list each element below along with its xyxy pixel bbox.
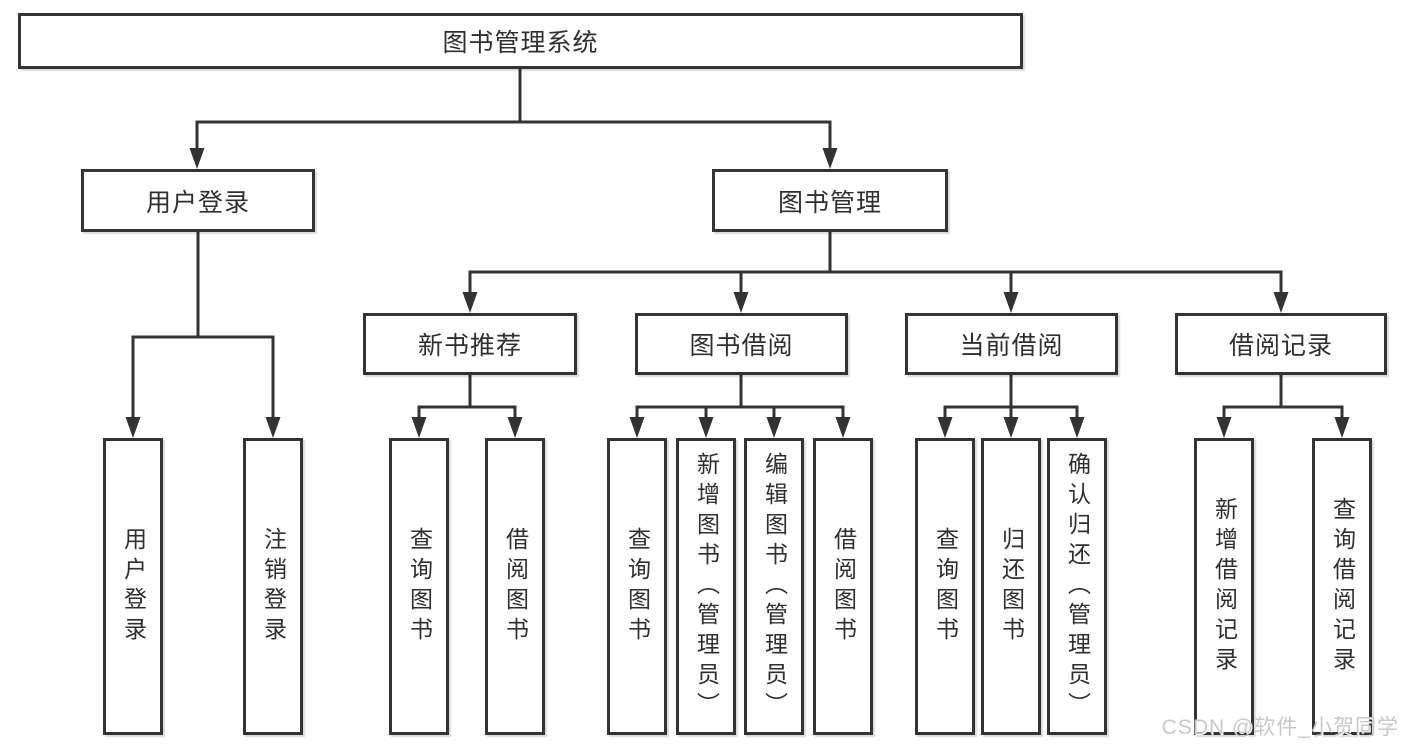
leaf-add-borrow-record: 新增借阅记录 — [1194, 438, 1254, 735]
leaf-user-logout: 注销登录 — [243, 438, 303, 735]
node-label: 借阅图书 — [502, 526, 529, 647]
node-label: 归还图书 — [998, 526, 1025, 647]
node-book-borrowing: 图书借阅 — [635, 313, 848, 375]
node-label: 图书管理 — [777, 188, 882, 217]
node-label: 用户登录 — [120, 526, 147, 647]
node-label: 新书推荐 — [417, 332, 522, 360]
arrowheads — [125, 148, 1350, 438]
node-label: 查询图书 — [624, 526, 651, 647]
node-label: 编辑图书（管理员） — [761, 451, 788, 722]
leaf-query-books-current: 查询图书 — [915, 438, 975, 735]
node-root-system: 图书管理系统 — [18, 13, 1023, 69]
node-label: 查询图书 — [406, 526, 433, 647]
node-label: 图书借阅 — [689, 332, 794, 360]
node-new-book-recommend: 新书推荐 — [363, 313, 577, 375]
node-label: 确认归还（管理员） — [1064, 451, 1091, 722]
leaf-borrow-books-recommend: 借阅图书 — [485, 438, 545, 735]
node-current-borrowing: 当前借阅 — [905, 313, 1118, 375]
node-label: 图书管理系统 — [442, 29, 599, 57]
leaf-add-books-admin: 新增图书（管理员） — [676, 438, 736, 735]
node-label: 用户登录 — [145, 188, 250, 217]
leaf-confirm-return-admin: 确认归还（管理员） — [1047, 438, 1107, 735]
leaf-query-books-recommend: 查询图书 — [389, 438, 449, 735]
node-label: 新增借阅记录 — [1211, 496, 1238, 677]
node-label: 借阅记录 — [1228, 332, 1333, 360]
leaf-user-login: 用户登录 — [103, 438, 163, 735]
node-book-management: 图书管理 — [712, 169, 948, 232]
node-label: 查询借阅记录 — [1329, 496, 1356, 677]
node-borrow-records: 借阅记录 — [1175, 313, 1387, 375]
leaf-edit-books-admin: 编辑图书（管理员） — [744, 438, 804, 735]
node-user-login: 用户登录 — [81, 169, 315, 232]
node-label: 当前借阅 — [959, 332, 1064, 360]
leaf-query-borrow-record: 查询借阅记录 — [1312, 438, 1372, 735]
leaf-return-books: 归还图书 — [981, 438, 1041, 735]
node-label: 借阅图书 — [830, 526, 857, 647]
leaf-borrow-books: 借阅图书 — [813, 438, 873, 735]
leaf-query-books-borrow: 查询图书 — [607, 438, 667, 735]
csdn-watermark: CSDN @软件_小贺同学 — [1161, 716, 1399, 739]
node-label: 注销登录 — [260, 526, 287, 647]
node-label: 新增图书（管理员） — [693, 451, 720, 722]
node-label: 查询图书 — [932, 526, 959, 647]
